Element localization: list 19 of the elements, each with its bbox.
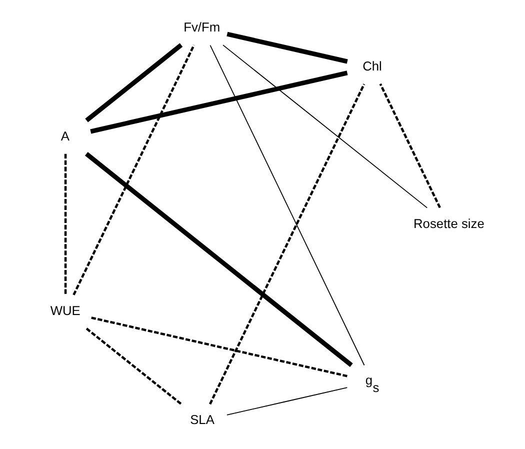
connector bbox=[85, 328, 182, 405]
node-text: SLA bbox=[190, 412, 214, 428]
connector bbox=[90, 70, 348, 134]
connector bbox=[226, 387, 348, 416]
connector bbox=[226, 32, 348, 64]
node-text: A bbox=[60, 128, 70, 144]
connector bbox=[222, 44, 428, 208]
connector bbox=[90, 316, 347, 378]
connector bbox=[378, 83, 440, 208]
connector bbox=[209, 44, 364, 366]
connector bbox=[208, 84, 365, 405]
connector bbox=[64, 154, 66, 296]
connector bbox=[84, 43, 182, 122]
node-text: WUE bbox=[50, 303, 80, 318]
node-text: Fv/Fm bbox=[183, 20, 220, 35]
node-text: Chl bbox=[362, 58, 382, 74]
connector bbox=[72, 44, 194, 296]
connector bbox=[84, 152, 352, 367]
node-text: Rosette size bbox=[413, 216, 484, 231]
